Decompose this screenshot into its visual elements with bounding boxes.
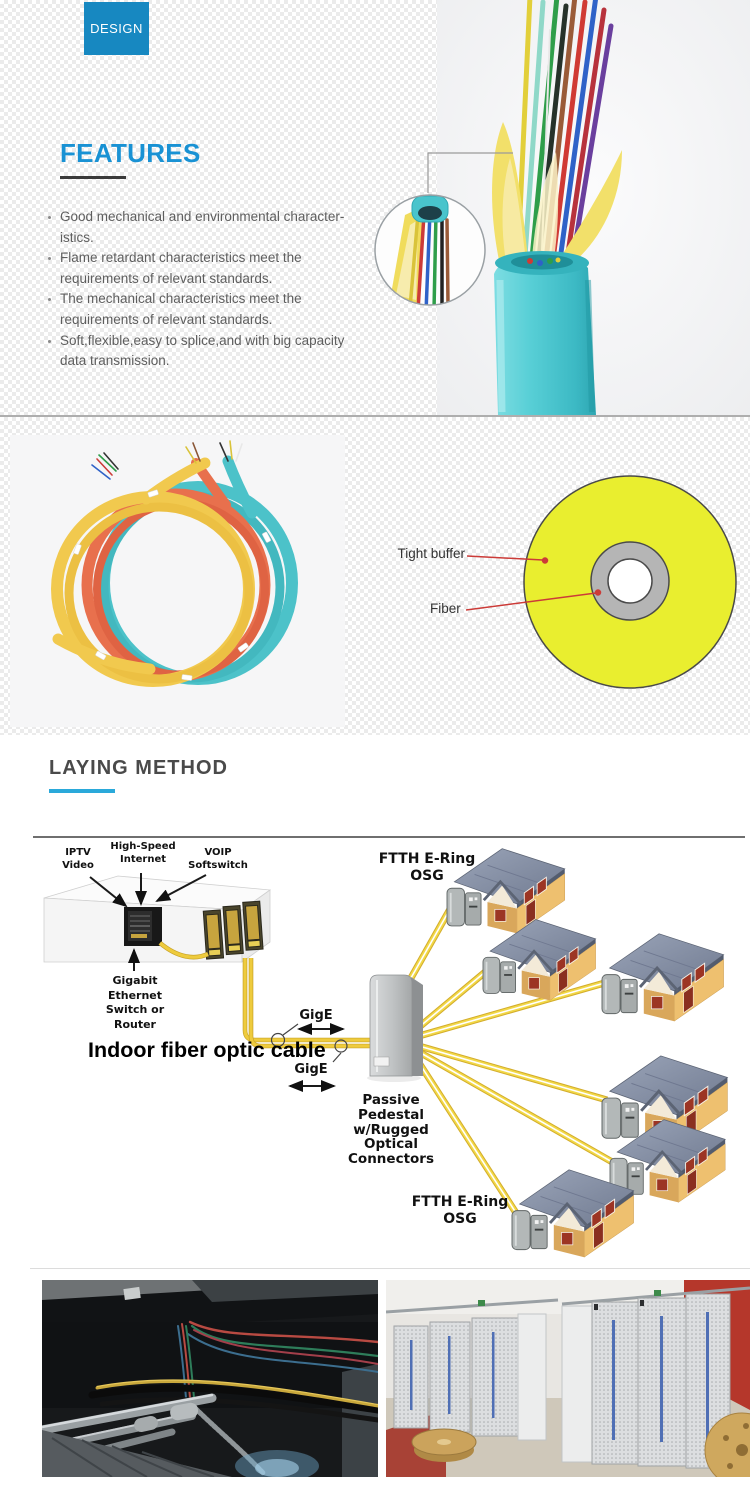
- cable-jacket: [494, 251, 596, 415]
- coil-and-crosssection: [10, 435, 737, 727]
- list-item: Soft,flexible,easy to splice,and with bi…: [47, 331, 377, 372]
- ont-modules: [202, 900, 264, 960]
- features-list: Good mechanical and environmental charac…: [47, 207, 377, 372]
- fiber-label: Fiber: [430, 601, 461, 616]
- diagram-graphics: [43, 847, 729, 1259]
- inset-callout-line: [427, 152, 513, 193]
- passive-pedestal: [367, 974, 423, 1082]
- cable-spool: [411, 1428, 477, 1462]
- divider: [33, 836, 745, 838]
- gige-top-label: GigE: [299, 1008, 333, 1023]
- gige-markers: [270, 1023, 348, 1063]
- installation-photo-ceiling: [42, 1280, 378, 1477]
- laying-method-block: LAYING METHOD: [49, 757, 228, 793]
- installation-photo-racks: [386, 1280, 750, 1477]
- features-block: FEATURES Good mechanical and environment…: [47, 138, 377, 372]
- feature-text: requirements of relevant standards.: [60, 270, 273, 286]
- design-badge: DESIGN: [84, 2, 149, 55]
- feature-text: The mechanical characteristics meet the: [60, 291, 302, 307]
- ethernet-switch: [124, 907, 162, 946]
- design-badge-label: DESIGN: [90, 21, 143, 36]
- indoor-cable-label: Indoor fiber optic cable: [88, 1038, 326, 1062]
- aramid-yarn-flare: [492, 122, 622, 265]
- junction-boxes: [134, 1402, 199, 1433]
- rack-cabinet-group: [393, 1313, 547, 1441]
- cable-photo: [374, 0, 750, 415]
- middle-section: Tight buffer Fiber: [0, 417, 750, 735]
- label-arrows: [89, 873, 345, 1092]
- laying-method-title: LAYING METHOD: [49, 757, 228, 779]
- tight-buffer-label: Tight buffer: [397, 546, 465, 561]
- cross-section-diagram: [465, 475, 737, 689]
- coil-photo: [51, 440, 298, 687]
- bullet-icon: [48, 298, 51, 302]
- top-section: DESIGN FEATURES Good mechanical and envi…: [0, 0, 750, 417]
- feature-text: data transmission.: [60, 353, 170, 369]
- features-title: FEATURES: [60, 138, 201, 168]
- leader-lines: [465, 555, 602, 611]
- feature-text: requirements of relevant standards.: [60, 311, 273, 327]
- feature-text: Soft,flexible,easy to splice,and with bi…: [60, 332, 345, 348]
- laying-method-underline: [49, 789, 115, 793]
- list-item: Good mechanical and environmental charac…: [47, 207, 377, 248]
- divider: [30, 1268, 750, 1269]
- rack-cabinet-group: [561, 1293, 731, 1469]
- list-item: The mechanical characteristics meet the …: [47, 289, 377, 330]
- features-underline: [60, 176, 126, 179]
- gige-bottom-label: GigE: [294, 1062, 328, 1077]
- fiber-drops: [403, 900, 616, 1218]
- inset-circle: [374, 194, 486, 306]
- corrugated-ceiling: [42, 1430, 232, 1477]
- bullet-icon: [48, 216, 51, 219]
- fiber-cable-run: [88, 1379, 378, 1423]
- feature-text: istics.: [60, 229, 94, 245]
- fiber-strands: [515, 0, 614, 263]
- fiber-cables: [158, 941, 371, 1049]
- list-item: Flame retardant characteristics meet the…: [47, 248, 377, 289]
- bullet-icon: [48, 339, 51, 343]
- feature-text: Flame retardant characteristics meet the: [60, 250, 302, 266]
- cable-spool: [704, 1412, 750, 1477]
- feature-text: Good mechanical and environmental charac…: [60, 209, 345, 224]
- house: [600, 932, 726, 1023]
- bullet-icon: [48, 257, 51, 261]
